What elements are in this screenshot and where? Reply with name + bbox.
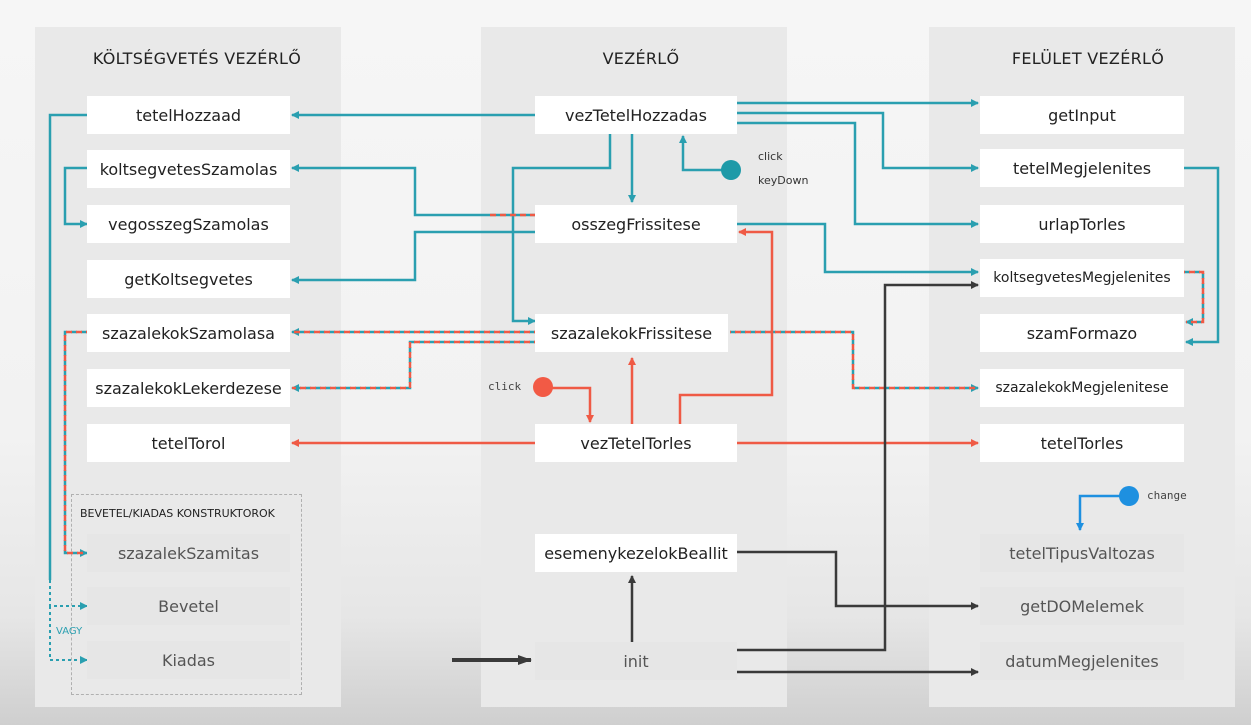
- node-Kiadas[interactable]: Kiadas: [87, 641, 290, 679]
- node-init[interactable]: init: [535, 642, 737, 680]
- node-szamFormazo[interactable]: szamFormazo: [980, 314, 1184, 352]
- event-label-click-delete: click: [488, 380, 522, 393]
- event-label-change: change: [1147, 489, 1187, 502]
- node-vezTetelHozzadas[interactable]: vezTetelHozzadas: [535, 96, 737, 134]
- constructors-group: [71, 494, 302, 695]
- event-label-keydown: keyDown: [758, 174, 809, 187]
- ui-controller-title: FELÜLET VEZÉRLŐ: [1011, 49, 1165, 68]
- node-getInput[interactable]: getInput: [980, 96, 1184, 134]
- keydown-event-dot: [721, 160, 741, 180]
- node-getKoltsegvetes[interactable]: getKoltsegvetes: [87, 260, 290, 298]
- event-label-click: click: [758, 150, 783, 163]
- constructors-title: BEVETEL/KIADAS KONSTRUKTOROK: [80, 507, 275, 520]
- node-urlapTorles[interactable]: urlapTorles: [980, 205, 1184, 243]
- change-event-dot: [1119, 486, 1139, 506]
- node-szazalekokLekerdezese[interactable]: szazalekokLekerdezese: [87, 369, 290, 407]
- node-tetelTorol[interactable]: tetelTorol: [87, 424, 290, 462]
- budget-controller-title: KÖLTSÉGVETÉS VEZÉRLŐ: [92, 49, 302, 68]
- node-szazalekokSzamolasa[interactable]: szazalekokSzamolasa: [87, 314, 290, 352]
- node-vezTetelTorles[interactable]: vezTetelTorles: [535, 424, 737, 462]
- node-szazalekokFrissitese[interactable]: szazalekokFrissitese: [535, 314, 728, 352]
- label-vagy: VAGY: [56, 626, 83, 637]
- controller-title: VEZÉRLŐ: [602, 49, 680, 68]
- node-szazalekokMegjelenitese[interactable]: szazalekokMegjelenitese: [980, 369, 1184, 407]
- node-datumMegjelenites[interactable]: datumMegjelenites: [980, 642, 1184, 680]
- node-Bevetel[interactable]: Bevetel: [87, 587, 290, 625]
- node-tetelMegjelenites[interactable]: tetelMegjelenites: [980, 149, 1184, 187]
- node-koltsegvetesMegjelenites[interactable]: koltsegvetesMegjelenites: [980, 259, 1184, 297]
- click-event-dot: [533, 377, 553, 397]
- controller-column: [481, 27, 787, 707]
- node-tetelTorles[interactable]: tetelTorles: [980, 424, 1184, 462]
- node-osszegFrissitese[interactable]: osszegFrissitese: [535, 205, 737, 243]
- node-szazalekSzamitas[interactable]: szazalekSzamitas: [87, 534, 290, 572]
- node-vegosszegSzamolas[interactable]: vegosszegSzamolas: [87, 205, 290, 243]
- node-tetelHozzaad[interactable]: tetelHozzaad: [87, 96, 290, 134]
- node-tetelTipusValtozas[interactable]: tetelTipusValtozas: [980, 534, 1184, 572]
- node-getDOMelemek[interactable]: getDOMelemek: [980, 587, 1184, 625]
- node-esemenykezelokBeallit[interactable]: esemenykezelokBeallit: [535, 534, 737, 572]
- node-koltsegvetesSzamolas[interactable]: koltsegvetesSzamolas: [87, 150, 290, 188]
